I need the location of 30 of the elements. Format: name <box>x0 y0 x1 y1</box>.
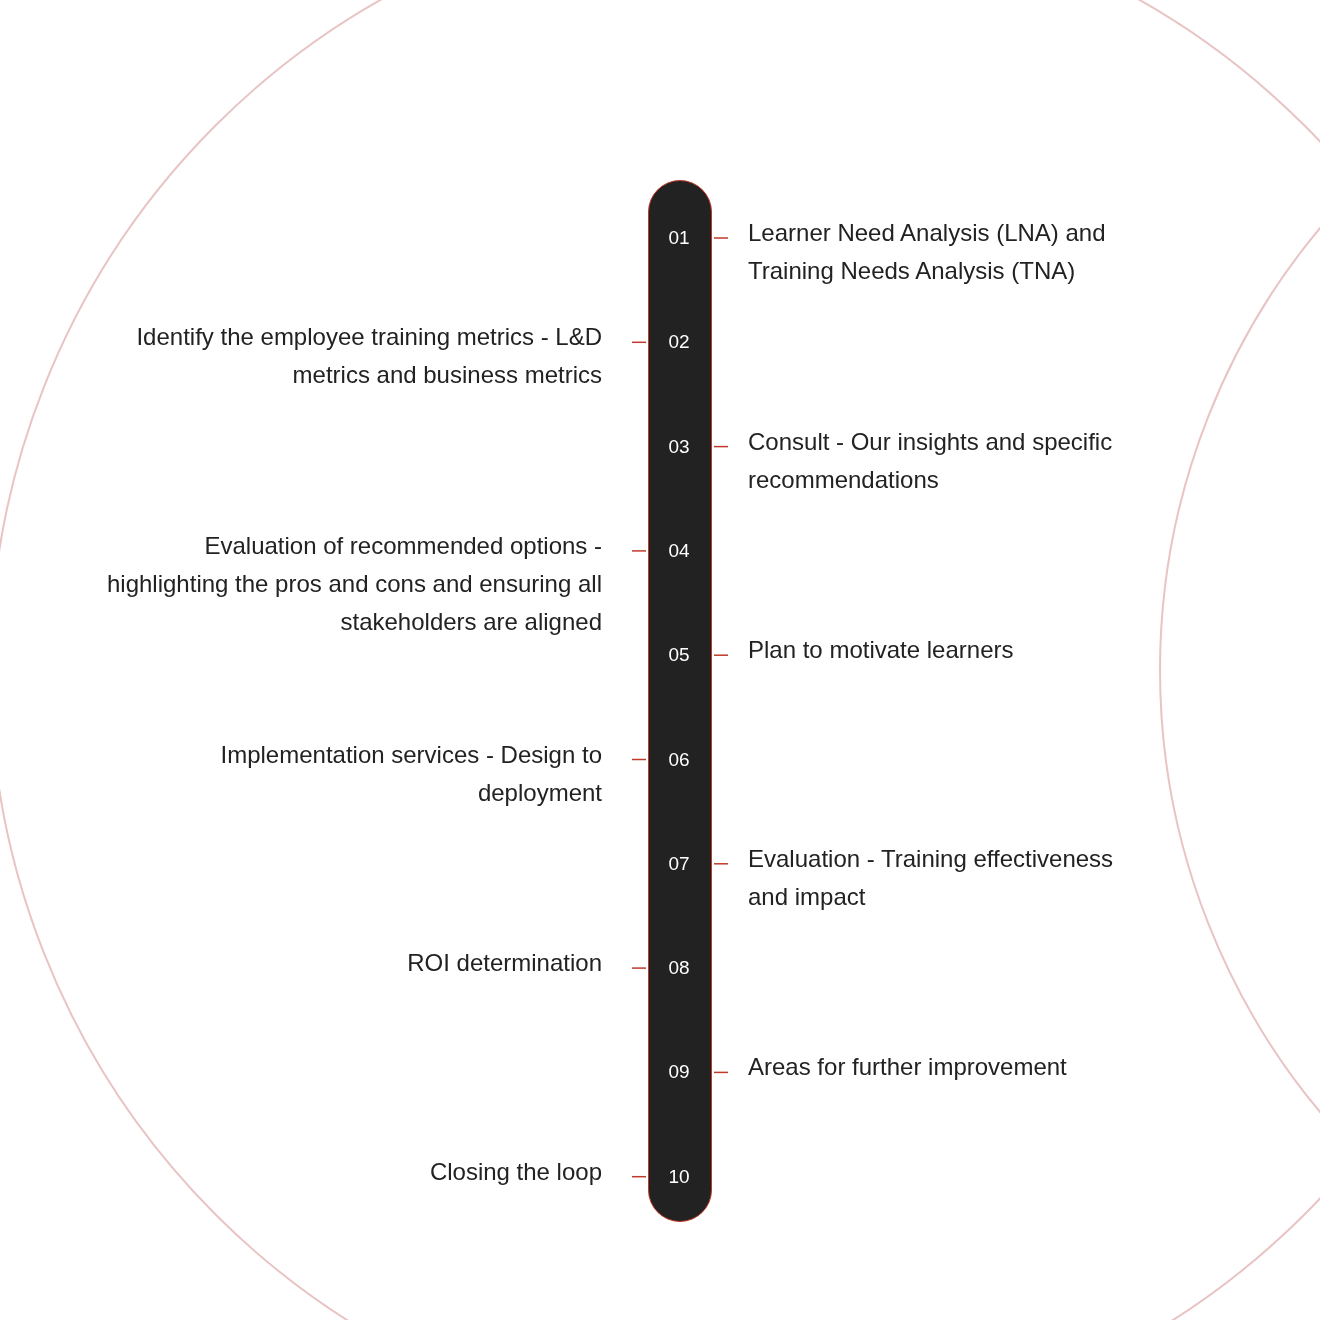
connector-tick <box>631 341 647 344</box>
step-description: Plan to motivate learners <box>728 631 1138 670</box>
step-description: Consult - Our insights and specific recommendations <box>728 422 1138 499</box>
step-number: 02 <box>648 327 710 358</box>
step-description: Closing the loop <box>100 1152 632 1191</box>
connector-tick <box>713 237 729 239</box>
connector-tick <box>713 863 729 865</box>
step-number: 05 <box>648 640 710 671</box>
step-number: 07 <box>648 848 710 879</box>
step-description: Learner Need Analysis (LNA) and Training Needs Analysis (TNA) <box>728 214 1138 290</box>
connector-tick <box>631 550 647 552</box>
connector-tick <box>713 445 729 448</box>
step-description: Identify the employee training metrics - L&D metrics and business metrics <box>100 318 632 395</box>
step-number: 01 <box>648 223 710 253</box>
step-description: Implementation services - Design to deployment <box>100 735 632 812</box>
step-number: 08 <box>648 953 710 984</box>
connector-tick <box>713 1071 729 1074</box>
step-number: 04 <box>648 535 710 566</box>
connector-tick <box>713 654 729 656</box>
step-number: 03 <box>648 431 710 462</box>
connector-tick <box>631 1175 647 1178</box>
step-description: Areas for further improvement <box>728 1048 1138 1087</box>
step-description: Evaluation - Training effectiveness and impact <box>728 839 1138 916</box>
step-number: 06 <box>648 744 710 775</box>
connector-tick <box>631 967 647 969</box>
step-description: ROI determination <box>100 944 632 983</box>
step-number: 09 <box>648 1057 710 1088</box>
step-description: Evaluation of recommended options - highlighting the pros and cons and ensuring all stakeholders are aligned <box>100 526 632 641</box>
step-number: 10 <box>648 1161 710 1192</box>
connector-tick <box>631 758 647 761</box>
